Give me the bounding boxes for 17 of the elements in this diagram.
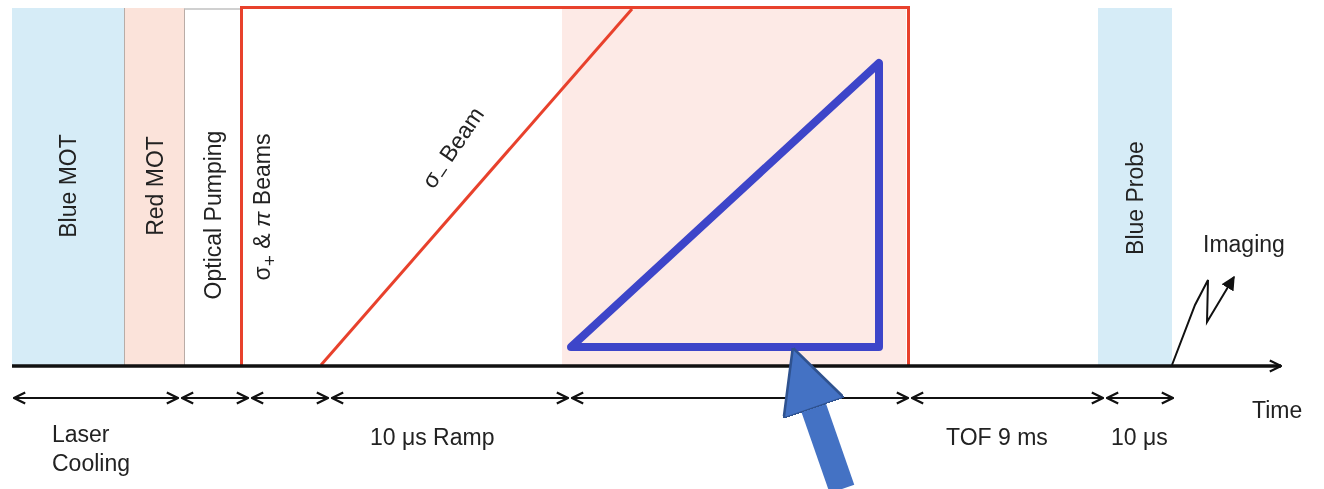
phase-label: TOF 9 ms [946,423,1048,452]
band-label: Optical Pumping [201,130,225,300]
band-label: Red MOT [143,136,167,236]
callout-arrow [782,346,855,489]
imaging-label: Imaging [1203,230,1285,259]
axis-label: Time [1252,396,1303,425]
phase-band [12,8,124,365]
phase-band [124,8,184,365]
band-label: Blue MOT [56,134,80,238]
pulse-triangle [566,58,884,352]
phase-label: 10 μs [1111,423,1168,452]
phase-band [184,8,240,365]
phase-band [1098,8,1172,365]
phase-label: Laser Cooling [52,420,131,478]
beam-window-outline [240,6,910,365]
phase-label: 10 μs Ramp [370,423,495,452]
band-label: Blue Probe [1123,141,1147,255]
